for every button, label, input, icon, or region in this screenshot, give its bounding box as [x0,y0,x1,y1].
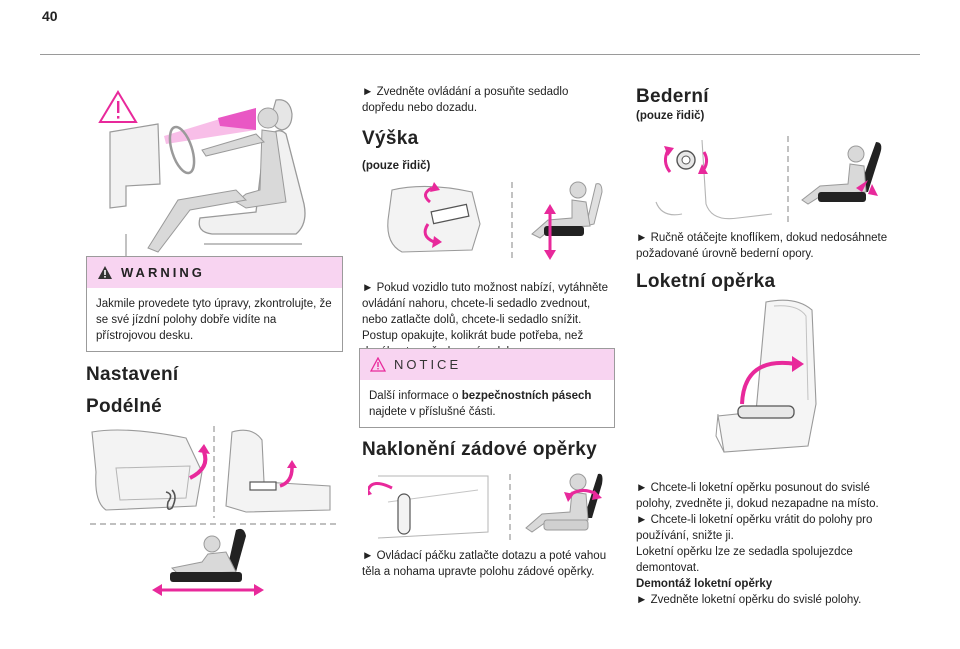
armrest-subheading: Demontáž loketní opěrky [636,578,773,590]
longitudinal-text: ► Zvedněte ovládání a posuňte sedadlo do… [362,86,569,114]
notice-text: Další informace o bezpečnostních pásech … [369,388,606,420]
backrest-text: ► Ovládací páčku zatlačte dotazu a poté … [362,550,607,578]
warning-box-header: WARNING [87,257,342,288]
lumbar-subheading: (pouze řidič) [636,110,705,122]
armrest-text-1: ► Chcete-li loketní opěrku posunout do s… [636,482,879,510]
height-illustration [372,180,612,260]
longitudinal-illustration [86,422,336,602]
backrest-illustration [368,472,608,544]
armrest-illustration [696,296,866,466]
armrest-text-2: ► Chcete-li loketní opěrku vrátit do pol… [636,514,873,542]
driver-position-illustration [86,84,336,274]
warning-triangle-icon [98,90,138,123]
armrest-text-4: ► Zvedněte loketní opěrku do svislé polo… [636,594,862,606]
notice-box: NOTICE Další informace o bezpečnostních … [359,348,615,428]
height-subheading: (pouze řidič) [362,160,431,172]
page-number: 40 [42,8,58,24]
lumbar-text: ► Ručně otáčejte knoflíkem, dokud nedosá… [636,232,888,260]
heading-settings: Nastavení [86,364,179,385]
armrest-text-3: Loketní opěrku lze ze sedadla spolujezdc… [636,546,853,574]
warning-box: WARNING Jakmile provedete tyto úpravy, z… [86,256,343,352]
warning-title: WARNING [121,265,205,280]
heading-backrest: Naklonění zádové opěrky [362,439,597,460]
warning-text: Jakmile provedete tyto úpravy, zkontrolu… [96,298,332,342]
heading-lumbar: Bederní [636,86,709,107]
notice-text-before: Další informace o [369,390,462,402]
notice-title: NOTICE [394,357,462,372]
heading-longitudinal: Podélné [86,396,163,417]
lumbar-illustration [642,134,892,226]
notice-box-header: NOTICE [360,349,614,380]
notice-icon [370,357,386,372]
warning-icon [98,266,112,279]
heading-armrest: Loketní opěrka [636,271,776,292]
notice-text-after: najdete v příslušné části. [369,406,496,418]
notice-text-bold: bezpečnostních pásech [461,390,592,402]
top-rule [40,54,920,55]
heading-height: Výška [362,128,419,149]
